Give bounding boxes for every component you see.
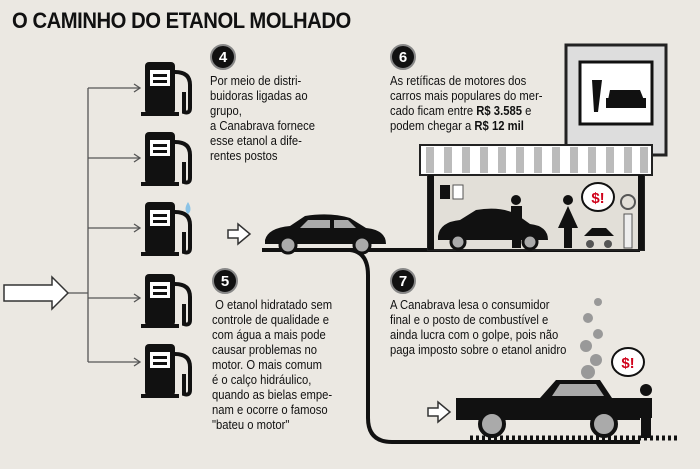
distribution-lines [68,83,142,367]
text-line: com água a mais pode [212,328,326,342]
text-line: buidoras ligadas ao [210,89,308,103]
speech-bubble: $! [581,182,615,212]
text-line: é o calço hidráulico, [212,373,312,387]
fuel-pumps [139,62,192,400]
step-text: As retíficas de motores dos carros mais … [390,74,543,134]
step-number: 5 [212,268,238,294]
text-line: motor. O mais comum [212,358,323,372]
text-line: podem chegar a R$ 12 mil [390,119,543,134]
text-line: ainda lucra com o golpe, pois não [390,328,559,342]
text-line: "bateu o motor" [212,418,290,432]
repair-shop [419,43,668,251]
step-5: 5 O etanol hidratado sem controle de qua… [212,268,345,433]
text: podem chegar a [390,119,475,133]
text: cado ficam entre [390,104,477,118]
text-line: quando as bielas empe- [212,388,333,402]
speech-bubble: $! [611,347,645,377]
text-line: esse etanol a dife- [210,134,302,148]
step-6: 6 As retíficas de motores dos carros mai… [390,44,560,134]
arrow-icon [227,222,252,246]
text-line: Por meio de distri- [210,74,302,88]
person-icon [640,384,652,438]
bubble-text: $! [591,190,604,207]
text-line: a Canabrava fornece [210,119,316,133]
text-line: carros mais populares do mer- [390,89,543,103]
text-line: O etanol hidratado sem [212,298,333,312]
wrench-car-icon [592,80,644,112]
pickup-truck-icon [456,380,680,441]
step-text: Por meio de distri- buidoras ligadas ao … [210,74,315,164]
text-line: cado ficam entre R$ 3.585 e [390,104,543,119]
arrow-icon [427,400,452,424]
water-drop-icon [185,202,191,214]
text-line: controle de qualidade e [212,313,329,327]
text-line: paga imposto sobre o etanol anidro [390,343,567,357]
text-line: A Canabrava lesa o consumidor [390,298,550,312]
bubble-text: $! [621,355,634,372]
step-7: 7 A Canabrava lesa o consumidor final e … [390,268,586,358]
step-text: O etanol hidratado sem controle de quali… [212,298,332,433]
step-number: 7 [390,268,416,294]
text-line: final e o posto de combustível e [390,313,549,327]
text-line: As retíficas de motores dos [390,74,527,88]
step-number: 6 [390,44,416,70]
text-line: nam e ocorre o famoso [212,403,328,417]
price-max: R$ 12 mil [474,119,524,133]
input-arrow-icon [3,275,70,311]
page-title: O CAMINHO DO ETANOL MOLHADO [12,8,351,33]
step-4: 4 Por meio de distri- buidoras ligadas a… [210,44,327,164]
smoke-icon [580,298,603,379]
text: e [521,104,532,118]
text-line: grupo, [210,104,242,118]
text-line: causar problemas no [212,343,318,357]
fuel-pump-icon [141,62,192,116]
text-line: rentes postos [210,149,278,163]
step-text: A Canabrava lesa o consumidor final e o … [390,298,566,358]
price-min: R$ 3.585 [476,104,522,118]
car-icon [265,214,386,255]
step-number: 4 [210,44,236,70]
